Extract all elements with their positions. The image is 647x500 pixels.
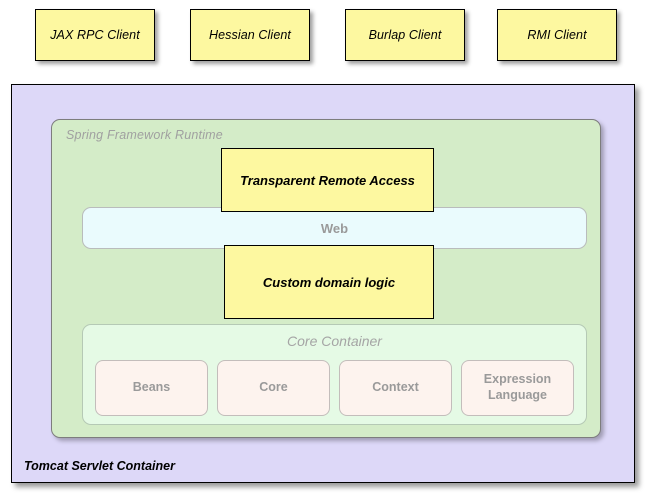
custom-domain-logic-box[interactable]: Custom domain logic	[224, 245, 434, 319]
web-layer: Web	[82, 207, 587, 249]
core-module-label: Expression Language	[483, 372, 552, 402]
core-module-label: Core	[259, 380, 288, 395]
core-module-context[interactable]: Context	[339, 360, 452, 416]
client-box-label: Burlap Client	[368, 28, 442, 42]
web-layer-label: Web	[320, 220, 349, 236]
core-module-expression-language[interactable]: Expression Language	[461, 360, 574, 416]
client-box-label: RMI Client	[527, 28, 587, 42]
client-box-jax-rpc[interactable]: JAX RPC Client	[35, 9, 155, 61]
client-box-hessian[interactable]: Hessian Client	[190, 9, 310, 61]
tomcat-servlet-container-label: Tomcat Servlet Container	[24, 459, 175, 473]
client-box-label: JAX RPC Client	[50, 28, 140, 42]
spring-framework-runtime-label: Spring Framework Runtime	[66, 128, 223, 142]
overlay-box-label: Custom domain logic	[262, 274, 396, 290]
client-box-burlap[interactable]: Burlap Client	[345, 9, 465, 61]
core-module-list: Beans Core Context Expression Language	[95, 360, 574, 416]
client-box-label: Hessian Client	[209, 28, 291, 42]
core-module-core[interactable]: Core	[217, 360, 330, 416]
transparent-remote-access-box[interactable]: Transparent Remote Access	[221, 148, 434, 212]
core-module-label: Beans	[132, 380, 171, 395]
core-container: Core Container Beans Core Context Expres…	[82, 324, 587, 425]
client-box-rmi[interactable]: RMI Client	[497, 9, 617, 61]
core-module-label: Context	[372, 380, 419, 395]
core-module-beans[interactable]: Beans	[95, 360, 208, 416]
overlay-box-label: Transparent Remote Access	[240, 172, 415, 188]
core-container-title: Core Container	[287, 333, 382, 349]
